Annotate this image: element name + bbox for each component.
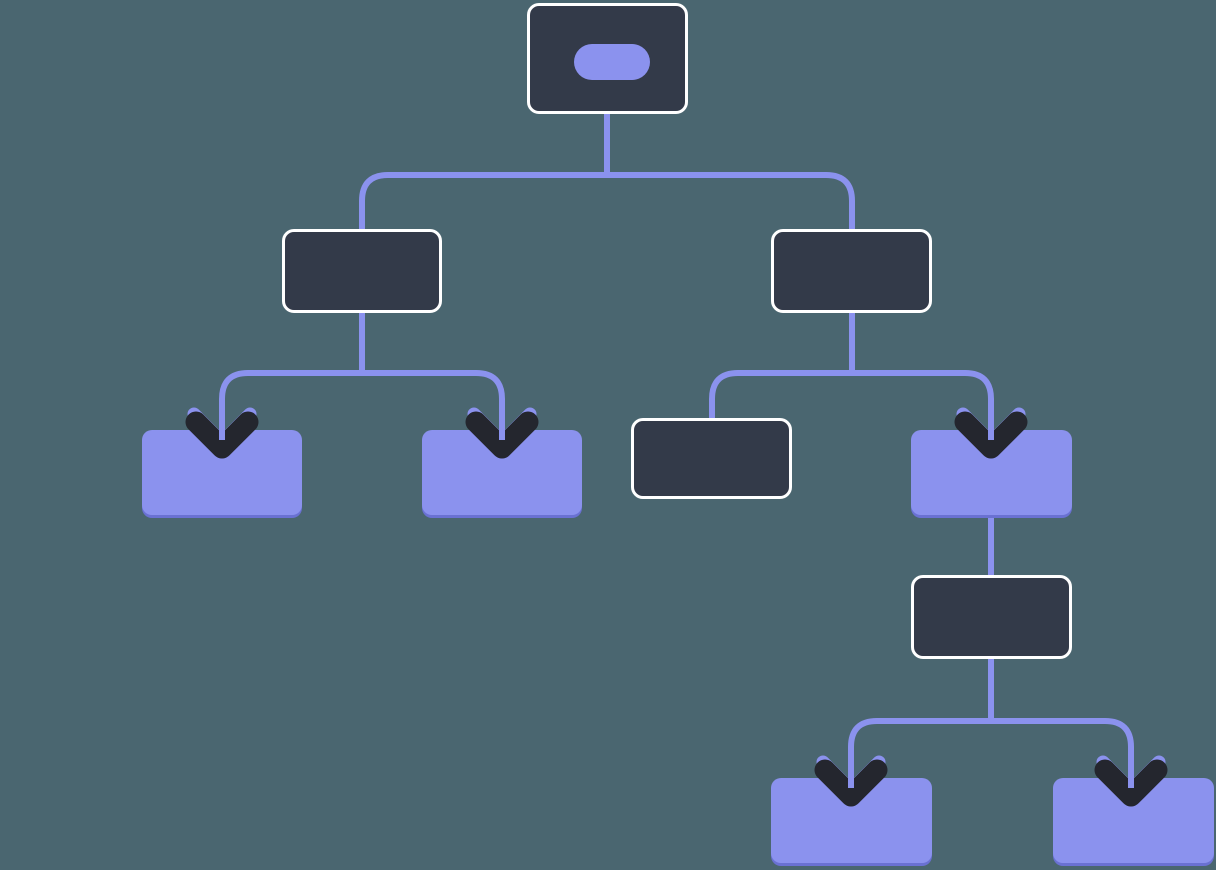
sub-branch-node[interactable] [911, 575, 1072, 659]
arrowhead-leaf-3 [954, 400, 1028, 459]
arrowhead-leaf-2 [465, 400, 539, 459]
empty-node[interactable] [631, 418, 792, 499]
arrowhead-leaf-5 [1094, 748, 1168, 807]
root-pill-indicator [574, 44, 650, 80]
arrowhead-leaf-4 [814, 748, 888, 807]
arrowhead-leaf-1 [185, 400, 259, 459]
edge-sub-branch-to-leaf-5 [991, 718, 1134, 791]
branch-node-right[interactable] [771, 229, 932, 313]
branch-node-left[interactable] [282, 229, 442, 313]
edge-root-to-branch-left [359, 172, 607, 240]
root-node[interactable] [527, 3, 688, 114]
edge-branch-right-to-empty-node [709, 370, 852, 424]
edge-sub-branch-to-leaf-4 [848, 718, 991, 791]
edge-branch-left-to-leaf-1 [219, 370, 362, 443]
edge-branch-left-to-leaf-2 [362, 370, 505, 443]
edge-root-to-branch-right [607, 172, 855, 240]
edge-branch-right-to-leaf-3 [852, 370, 994, 443]
